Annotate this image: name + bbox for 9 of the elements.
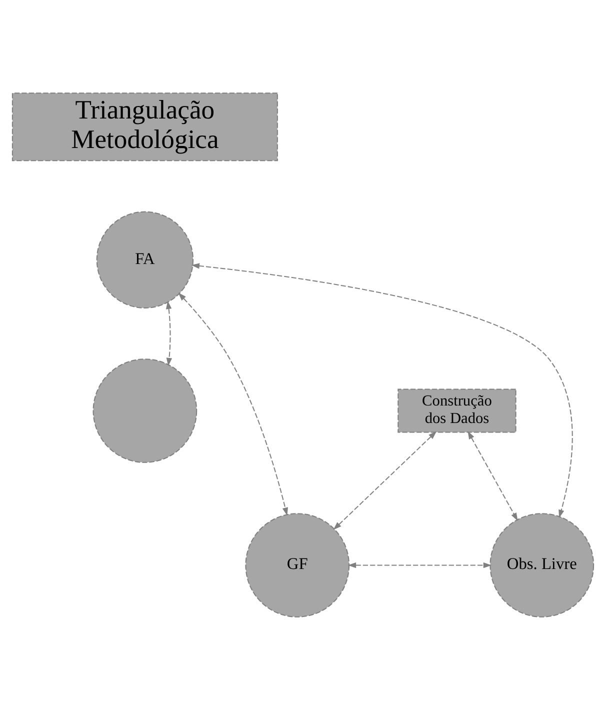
arrow [178, 292, 288, 516]
arrow [348, 562, 492, 568]
node-box: Construção dos Dados [398, 388, 516, 432]
arrow [166, 300, 172, 366]
node-box: Triangulação Metodológica [12, 92, 278, 161]
arrow [191, 262, 573, 518]
node-circle: GF [245, 512, 350, 617]
arrow [333, 430, 437, 530]
arrow [468, 430, 518, 521]
